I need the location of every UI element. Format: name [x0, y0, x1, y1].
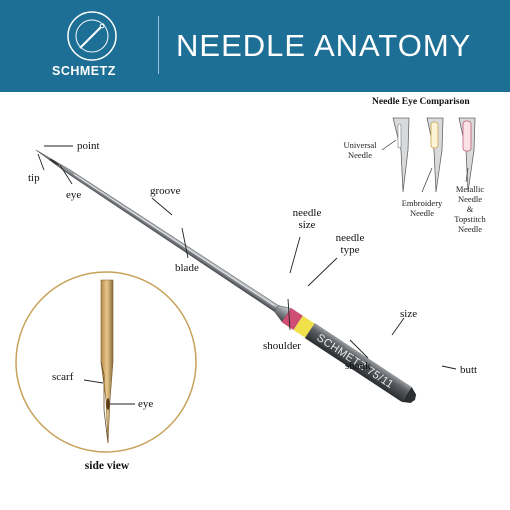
- schmetz-logo-icon: [67, 11, 117, 61]
- needle-type-band: [293, 315, 315, 338]
- label-blade: blade: [175, 262, 199, 274]
- header-banner: SCHMETZ NEEDLE ANATOMY: [0, 0, 510, 92]
- label-butt: butt: [460, 364, 478, 376]
- label-universal-needle: Universal Needle: [343, 140, 377, 160]
- label-eye: eye: [66, 189, 82, 201]
- label-shank: shank: [345, 360, 371, 372]
- label-shoulder: shoulder: [263, 340, 301, 352]
- comparison-leaders: [381, 139, 469, 193]
- side-view-leaders: [83, 379, 135, 405]
- label-point: point: [77, 140, 100, 152]
- label-needle-type: needle type: [335, 232, 365, 256]
- label-scarf: scarf: [52, 371, 74, 383]
- side-view-caption: side view: [84, 460, 130, 472]
- needle-eye: [49, 158, 60, 166]
- needle-groove: [73, 173, 275, 307]
- label-needle-size: needle size: [292, 207, 322, 231]
- leader-lines: [37, 145, 457, 370]
- label-side-eye: eye: [138, 398, 154, 410]
- needle-butt: [401, 386, 417, 403]
- side-view-needle: [100, 279, 114, 444]
- needle-size-band: [281, 308, 303, 330]
- label-embroidery-needle: Embroidery Needle: [401, 198, 443, 218]
- header-divider: [158, 16, 159, 74]
- page-title: NEEDLE ANATOMY: [176, 28, 472, 63]
- label-size: size: [400, 308, 418, 320]
- eye-comparison-title: Needle Eye Comparison: [372, 97, 470, 107]
- eye-comparison-needles: [392, 117, 476, 193]
- needle-shank: [304, 323, 412, 402]
- label-tip: tip: [28, 172, 40, 184]
- label-groove: groove: [150, 185, 181, 197]
- label-metallic-needle: Metallic Needle & Topstitch Needle: [454, 184, 486, 234]
- brand-name: SCHMETZ: [52, 64, 116, 78]
